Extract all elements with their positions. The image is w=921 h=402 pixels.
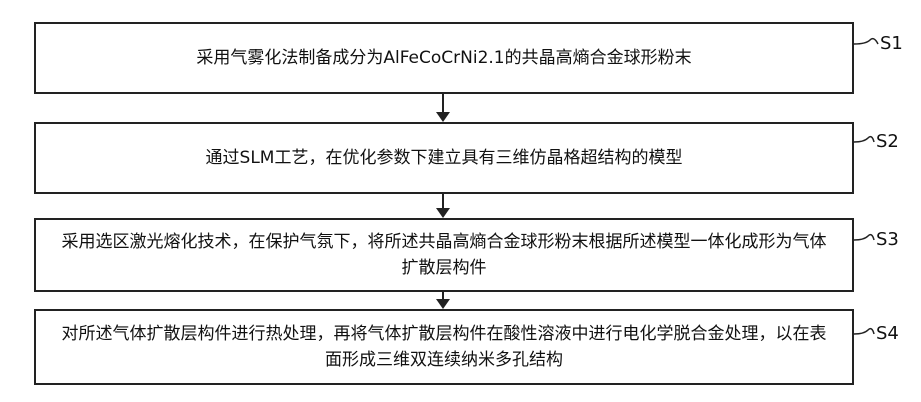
- step-label-s3: S3: [876, 230, 899, 250]
- step-label-s1: S1: [880, 34, 903, 54]
- leader-line-s4: [854, 329, 874, 334]
- leader-line-s1: [854, 39, 878, 44]
- step-label-s4: S4: [876, 324, 899, 344]
- leader-line-s3: [854, 235, 874, 240]
- step-label-s2: S2: [876, 132, 899, 152]
- leader-line-s2: [854, 137, 874, 142]
